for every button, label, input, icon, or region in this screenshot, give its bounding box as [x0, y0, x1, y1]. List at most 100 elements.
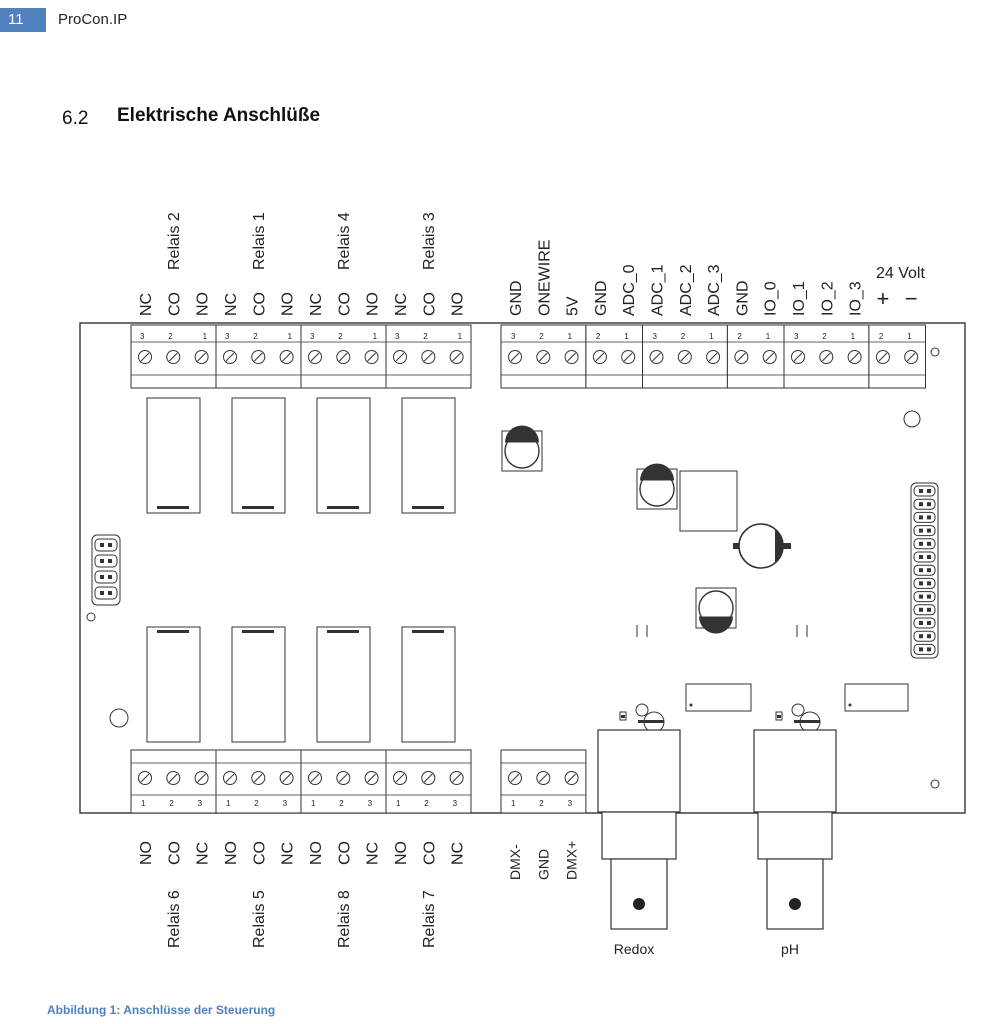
right-pin-header	[910, 482, 939, 659]
section-title: Elektrische Anschlüße	[117, 105, 321, 126]
pin-number: 1	[373, 332, 378, 341]
relay-component	[401, 626, 456, 743]
terminal-screw-icon	[308, 771, 322, 785]
terminal-screw-icon	[364, 771, 379, 785]
bnc-pin-icon	[789, 898, 801, 910]
terminal-screw-icon	[279, 350, 294, 364]
power-label: 24 Volt	[876, 265, 925, 282]
terminal-screw-icon	[875, 350, 890, 364]
terminal-screw-icon	[421, 350, 436, 364]
pin-number: 2	[879, 332, 884, 341]
pin-label: CO	[336, 292, 353, 316]
pin-number: 2	[424, 799, 429, 808]
pin-number: 3	[511, 332, 516, 341]
pin-label: ADC_2	[678, 264, 695, 316]
terminal-screw-icon	[251, 771, 266, 785]
capacitor-component	[501, 425, 543, 472]
terminal-screw-icon	[536, 771, 551, 785]
relay-component	[146, 626, 201, 743]
pin-number: 2	[539, 799, 544, 808]
pin-number: 1	[288, 332, 293, 341]
terminal-screw-icon	[706, 350, 721, 364]
ic-chip	[679, 470, 738, 532]
pin-label: NC	[138, 293, 155, 316]
terminal-screw-icon	[421, 771, 436, 785]
signal-terminal-block: +2−1	[868, 286, 927, 389]
relay-component	[316, 626, 371, 743]
pin-label: IO_1	[791, 281, 808, 316]
relay-name-label: Relais 2	[166, 212, 183, 270]
relay-name-label: Relais 7	[421, 890, 438, 948]
terminal-screw-icon	[138, 350, 152, 364]
pin-number: 3	[568, 799, 573, 808]
pin-number: 1	[396, 799, 401, 808]
pin-number: 3	[395, 332, 400, 341]
pin-label: NO	[450, 292, 467, 316]
page-number-badge: 11	[0, 8, 46, 32]
relay-name-label: Relais 1	[251, 212, 268, 270]
bnc-socket	[610, 858, 668, 930]
pin-number: 3	[368, 799, 373, 808]
pin-number: 1	[226, 799, 231, 808]
pin-label: NC	[308, 293, 325, 316]
pin-number: 2	[423, 332, 428, 341]
electrolytic-capacitor	[733, 523, 791, 569]
pin-number: 3	[310, 332, 315, 341]
terminal-screw-icon	[194, 771, 209, 785]
terminal-screw-icon	[791, 350, 805, 364]
power-pin-label: +	[876, 286, 889, 311]
section-number: 6.2	[62, 108, 89, 129]
pin-label: NO	[280, 292, 297, 316]
terminal-screw-icon	[166, 771, 181, 785]
pin-label: NC	[365, 842, 382, 865]
pin-label: IO_2	[819, 281, 836, 316]
pin-number: 1	[311, 799, 316, 808]
pin-label: NO	[223, 841, 240, 865]
module-component	[685, 683, 752, 712]
trimmer-icon	[791, 703, 805, 717]
bnc-housing	[597, 729, 681, 813]
capacitor-component	[695, 587, 737, 634]
pin-number: 2	[539, 332, 544, 341]
bnc-pin-icon	[633, 898, 645, 910]
pin-label: CO	[336, 841, 353, 865]
pin-number: 3	[453, 799, 458, 808]
terminal-screw-icon	[223, 771, 237, 785]
top-signal-terminals: GND3ONEWIRE25V1GND2ADC_01ADC_13ADC_22ADC…	[500, 240, 927, 389]
pin-number: 2	[169, 799, 174, 808]
relay-name-label: Relais 4	[336, 212, 353, 270]
terminal-screw-icon	[308, 350, 322, 364]
pin-number: 1	[624, 332, 629, 341]
pin-number: 1	[568, 332, 573, 341]
left-pin-header	[91, 534, 121, 606]
relay-component	[401, 397, 456, 514]
mounting-hole	[109, 708, 129, 728]
mounting-hole	[930, 347, 940, 357]
bnc-label: Redox	[614, 941, 654, 957]
pin-label: NC	[195, 842, 212, 865]
pin-label: GND	[593, 280, 610, 316]
pin-label: NC	[223, 293, 240, 316]
terminal-screw-icon	[223, 350, 237, 364]
pin-number: 2	[338, 332, 343, 341]
terminal-screw-icon	[677, 350, 692, 364]
pin-number: 1	[141, 799, 146, 808]
pin-number: 1	[203, 332, 208, 341]
terminal-screw-icon	[564, 771, 579, 785]
terminal-screw-icon	[251, 350, 266, 364]
pin-number: 2	[822, 332, 827, 341]
pin-number: 3	[794, 332, 799, 341]
relay-component	[146, 397, 201, 514]
pin-number: 3	[198, 799, 203, 808]
pin-number: 2	[681, 332, 686, 341]
bnc-housing	[753, 729, 837, 813]
